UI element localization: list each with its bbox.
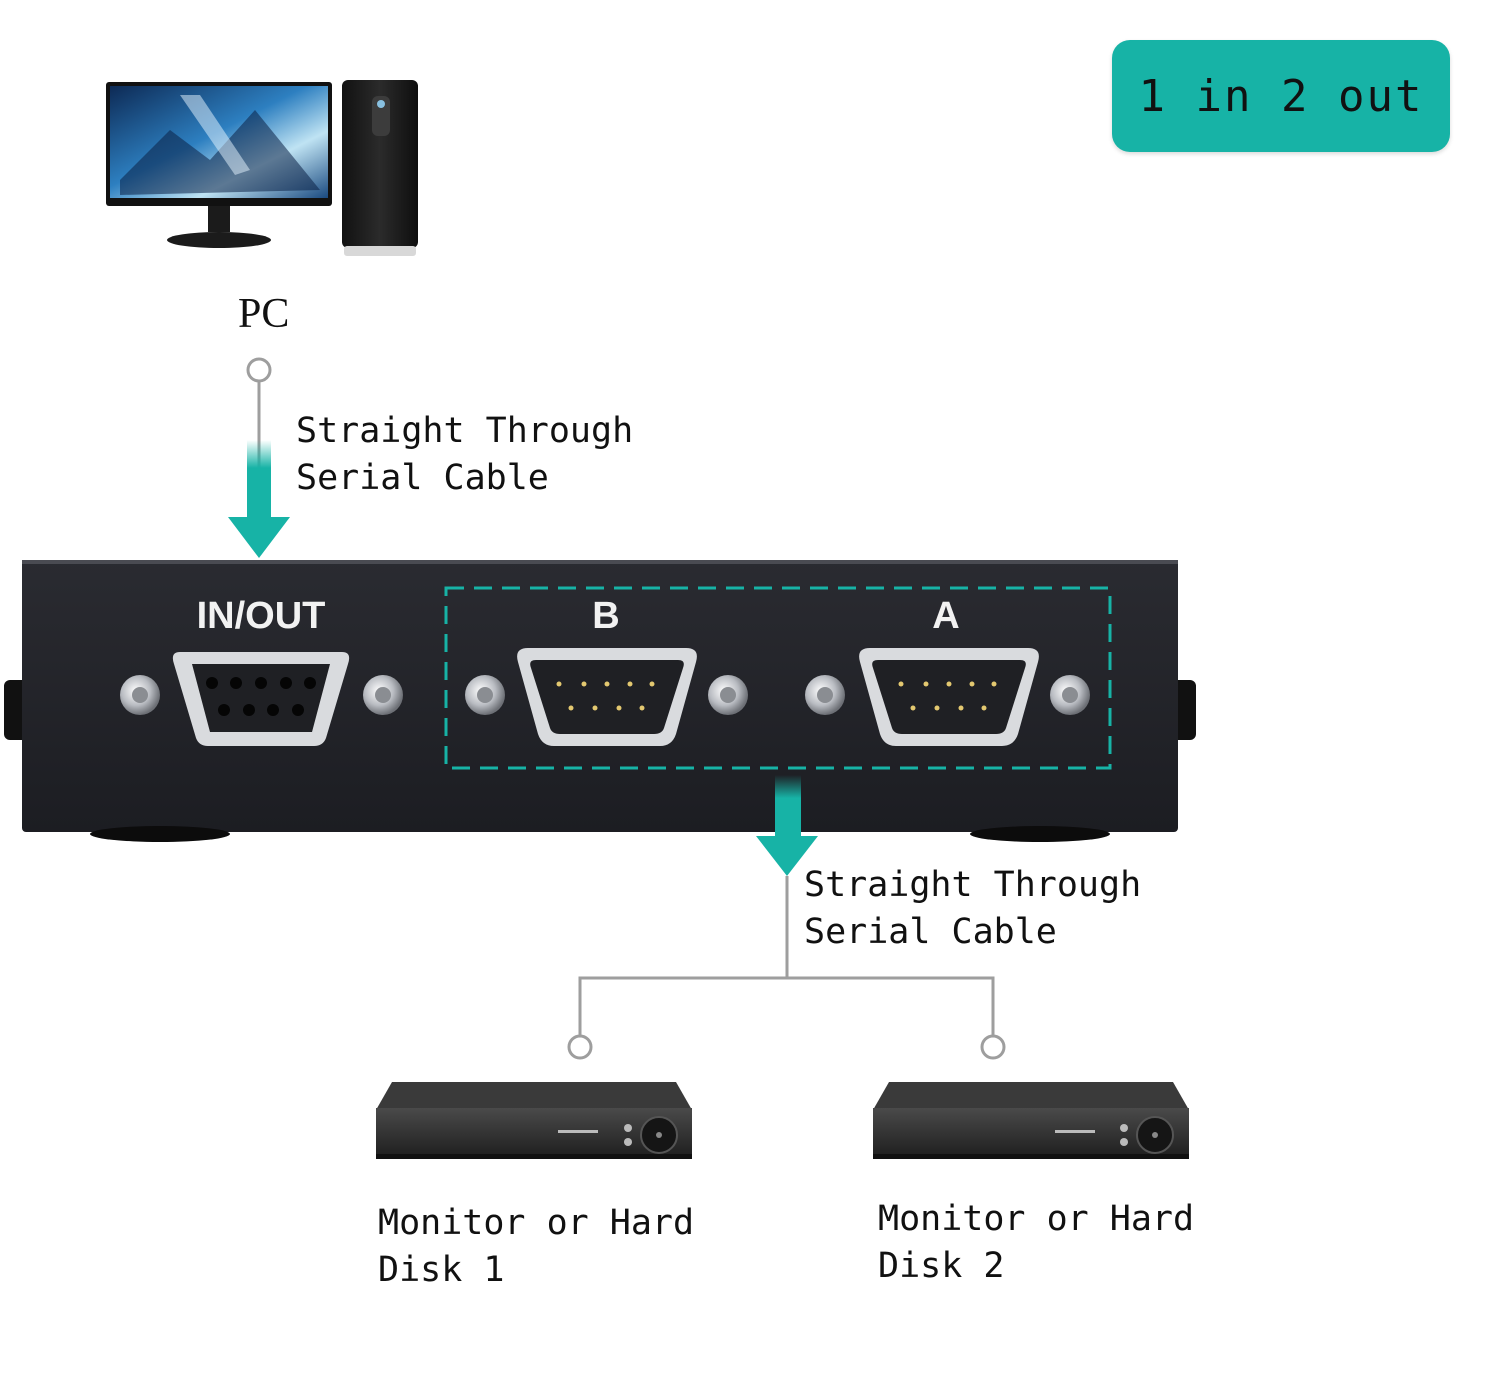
input-cable-label: Straight Through Serial Cable — [296, 408, 633, 502]
device-1-label-line1: Monitor or Hard — [378, 1203, 695, 1243]
port-b-connector — [465, 648, 748, 746]
device-1-icon — [376, 1082, 692, 1159]
port-inout-connector — [120, 652, 403, 746]
device-1-label: Monitor or Hard Disk 1 — [378, 1200, 694, 1294]
output-connection-lines — [567, 876, 1006, 1060]
input-arrow-icon — [228, 440, 290, 558]
output-arrow-icon — [756, 775, 818, 876]
monitor-icon — [106, 82, 332, 248]
output-ports-highlight — [444, 586, 1112, 770]
pc-tower-icon — [342, 80, 418, 256]
port-b-label: B — [592, 595, 619, 637]
port-inout-label: IN/OUT — [197, 595, 326, 637]
device-2-icon — [873, 1082, 1189, 1159]
device-1-label-line2: Disk 1 — [378, 1250, 505, 1290]
input-cable-label-line2: Serial Cable — [296, 458, 549, 498]
output-cable-label-line2: Serial Cable — [804, 912, 1057, 952]
output-cable-label: Straight Through Serial Cable — [804, 862, 1141, 956]
device-2-label-line2: Disk 2 — [878, 1246, 1005, 1286]
device-2-label: Monitor or Hard Disk 2 — [878, 1196, 1194, 1290]
input-cable-label-line1: Straight Through — [296, 411, 634, 451]
mode-badge: 1 in 2 out — [1112, 40, 1450, 152]
device-2-label-line1: Monitor or Hard — [878, 1199, 1195, 1239]
output-cable-label-line1: Straight Through — [804, 865, 1142, 905]
port-a-label: A — [932, 595, 959, 637]
pc-label: PC — [238, 291, 290, 337]
port-a-connector — [805, 648, 1090, 746]
